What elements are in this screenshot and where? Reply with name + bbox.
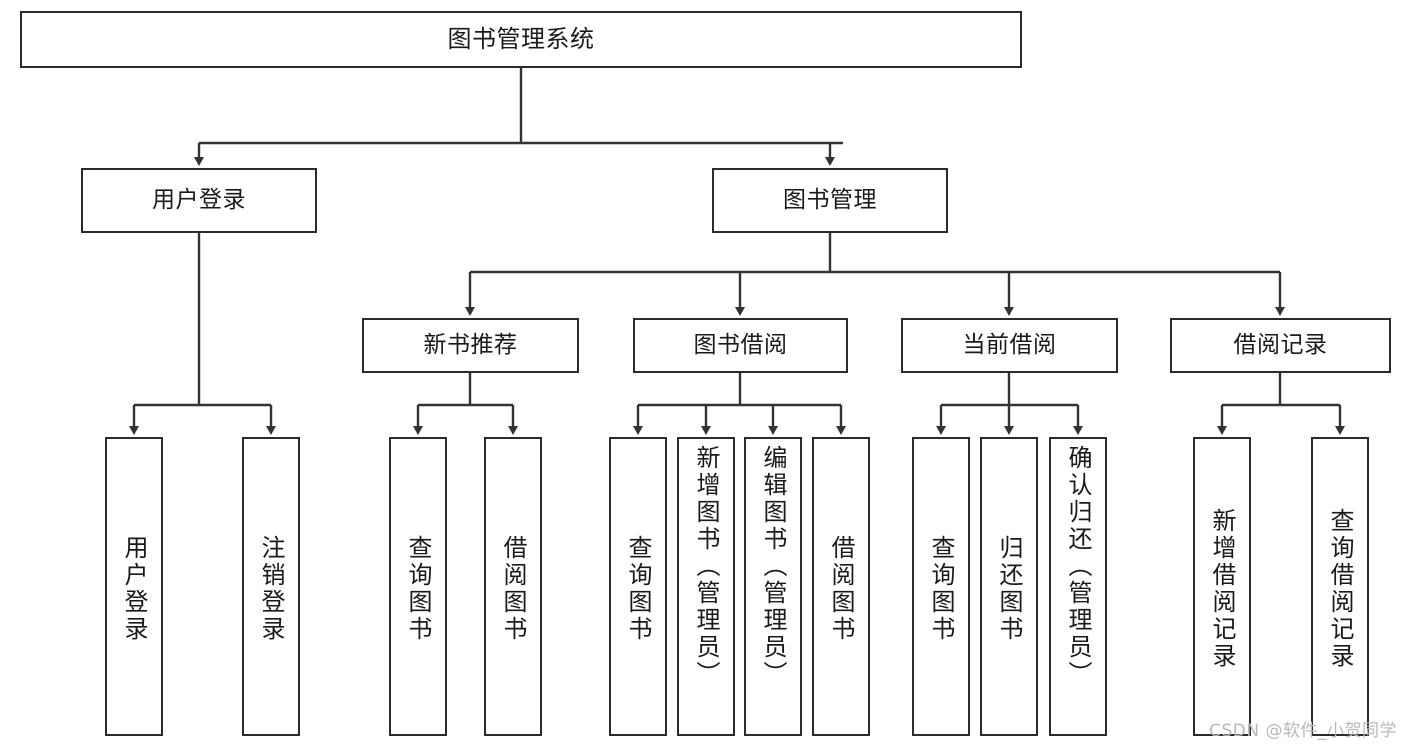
leaf-add-borrow-record[interactable]: 新增借阅记录 xyxy=(1193,437,1251,736)
node-label: 查询借阅记录 xyxy=(1326,507,1354,670)
leaf-edit-book-admin[interactable]: 编辑图书（管理员） xyxy=(744,437,802,736)
leaf-user-login[interactable]: 用户登录 xyxy=(105,437,163,736)
node-book-borrow[interactable]: 图书借阅 xyxy=(633,318,848,373)
node-label: 图书管理系统 xyxy=(447,25,595,54)
leaf-return-book[interactable]: 归还图书 xyxy=(980,437,1038,736)
node-borrow-record[interactable]: 借阅记录 xyxy=(1170,318,1391,373)
node-label: 借阅图书 xyxy=(499,534,527,643)
node-label: 新增借阅记录 xyxy=(1208,507,1236,670)
leaf-logout[interactable]: 注销登录 xyxy=(242,437,300,736)
node-label: 当前借阅 xyxy=(962,331,1057,358)
node-book-management[interactable]: 图书管理 xyxy=(712,168,948,233)
node-new-book-recommend[interactable]: 新书推荐 xyxy=(362,318,579,373)
node-label: 借阅图书 xyxy=(827,534,855,643)
node-label: 用户登录 xyxy=(120,534,148,643)
node-label: 查询图书 xyxy=(927,534,955,643)
node-label: 归还图书 xyxy=(995,534,1023,643)
leaf-borrow-book[interactable]: 借阅图书 xyxy=(812,437,870,736)
node-label: 查询图书 xyxy=(404,534,432,643)
node-label: 图书借阅 xyxy=(693,331,788,358)
node-label: 用户登录 xyxy=(152,186,246,213)
node-label: 确认归还（管理员） xyxy=(1064,445,1092,688)
leaf-borrow-book-recommend[interactable]: 借阅图书 xyxy=(484,437,542,736)
node-root-system[interactable]: 图书管理系统 xyxy=(20,11,1022,68)
leaf-query-borrow-record[interactable]: 查询借阅记录 xyxy=(1311,437,1369,736)
node-label: 图书管理 xyxy=(783,186,877,213)
node-label: 新增图书（管理员） xyxy=(692,445,720,688)
node-label: 注销登录 xyxy=(257,534,285,643)
node-label: 新书推荐 xyxy=(423,331,518,358)
leaf-query-book-borrow[interactable]: 查询图书 xyxy=(609,437,667,736)
leaf-add-book-admin[interactable]: 新增图书（管理员） xyxy=(677,437,735,736)
leaf-confirm-return-admin[interactable]: 确认归还（管理员） xyxy=(1049,437,1107,736)
leaf-query-book-current[interactable]: 查询图书 xyxy=(912,437,970,736)
node-user-login[interactable]: 用户登录 xyxy=(81,168,317,233)
node-label: 编辑图书（管理员） xyxy=(759,445,787,688)
node-label: 借阅记录 xyxy=(1233,331,1328,358)
leaf-query-book-recommend[interactable]: 查询图书 xyxy=(389,437,447,736)
node-label: 查询图书 xyxy=(624,534,652,643)
node-current-borrow[interactable]: 当前借阅 xyxy=(901,318,1118,373)
csdn-watermark: CSDN @软件_小贺同学 xyxy=(1209,721,1397,741)
